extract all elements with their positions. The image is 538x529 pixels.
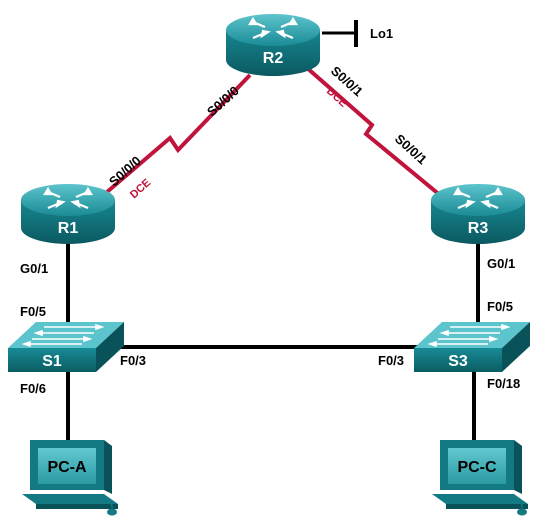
dce-tag-r1: DCE bbox=[128, 177, 153, 201]
switch-s1[interactable]: S1 bbox=[8, 322, 124, 372]
interface-label-s3-f05: F0/5 bbox=[487, 299, 513, 314]
interface-label-s1-f05: F0/5 bbox=[20, 304, 46, 319]
device-label: PC-A bbox=[47, 459, 87, 476]
interface-label-r3-g01: G0/1 bbox=[487, 256, 515, 271]
mouse-icon bbox=[103, 500, 117, 516]
router-arrows-icon bbox=[248, 16, 298, 40]
device-label: S1 bbox=[42, 353, 62, 370]
interface-label-r1-g01: G0/1 bbox=[20, 261, 48, 276]
device-label: R2 bbox=[263, 50, 284, 67]
interface-label-s1-f03: F0/3 bbox=[120, 353, 146, 368]
switch-arrows-icon bbox=[427, 323, 511, 348]
pc-c[interactable]: PC-C bbox=[432, 440, 528, 516]
router-r2[interactable]: R2 bbox=[226, 14, 320, 76]
switch-s3[interactable]: S3 bbox=[414, 322, 530, 372]
router-arrows-icon bbox=[43, 186, 93, 210]
mouse-icon bbox=[513, 500, 527, 516]
device-label: S3 bbox=[448, 353, 468, 370]
device-label: R3 bbox=[468, 220, 489, 237]
interface-label-r2-lo1: Lo1 bbox=[370, 26, 393, 41]
pc-a[interactable]: PC-A bbox=[22, 440, 118, 516]
device-label: R1 bbox=[58, 220, 79, 237]
router-arrows-icon bbox=[453, 186, 503, 210]
serial-link-r2-r3 bbox=[296, 58, 454, 207]
interface-label-s3-f018: F0/18 bbox=[487, 376, 520, 391]
device-label: PC-C bbox=[457, 459, 497, 476]
interface-label-s3-f03: F0/3 bbox=[378, 353, 404, 368]
interface-label-r2-s000: S0/0/0 bbox=[204, 83, 242, 119]
switch-arrows-icon bbox=[21, 323, 105, 348]
serial-link-r1-r2 bbox=[98, 73, 252, 200]
router-r1[interactable]: R1 bbox=[21, 184, 115, 244]
router-r3[interactable]: R3 bbox=[431, 184, 525, 244]
interface-label-s1-f06: F0/6 bbox=[20, 381, 46, 396]
